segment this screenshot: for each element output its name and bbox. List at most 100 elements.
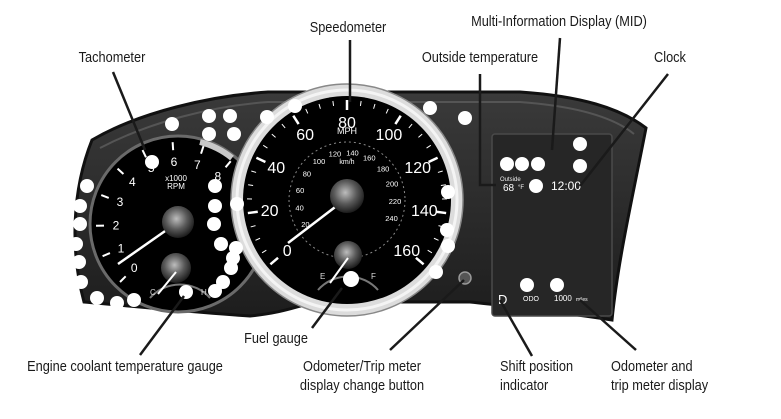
mid-clock: 12:00 xyxy=(551,179,581,193)
tachometer-tick xyxy=(200,145,205,154)
label-odo-display-line2: trip meter display xyxy=(611,378,709,394)
speedometer-tick xyxy=(415,256,425,266)
speedometer-mph-label-120: 120 xyxy=(404,160,431,177)
indicator-dot-33 xyxy=(441,239,455,253)
speedometer-tick xyxy=(248,184,254,187)
indicator-dot-35 xyxy=(500,157,514,171)
indicator-dot-37 xyxy=(531,157,545,171)
speedometer-mph-label-20: 20 xyxy=(261,203,279,220)
indicator-dot-6 xyxy=(260,110,274,124)
label-shift-line1: Shift position xyxy=(500,359,574,375)
mid-odo-value: 1000 xyxy=(554,294,572,303)
fuel-gauge-hub xyxy=(334,241,362,269)
speedometer-kmh-label-20: 20 xyxy=(301,220,309,229)
speedometer-mph-label-140: 140 xyxy=(411,203,438,220)
leader-coolant xyxy=(138,295,186,356)
label-odo-button: Odometer/Trip meter display change butto… xyxy=(283,358,441,396)
speedometer-mph-label-160: 160 xyxy=(393,243,420,260)
indicator-dot-3 xyxy=(223,109,237,123)
speedometer-tick xyxy=(427,249,433,254)
indicator-dot-41 xyxy=(520,278,534,292)
speedometer-tick xyxy=(262,144,268,149)
speedometer-kmh-label-60: 60 xyxy=(296,186,304,195)
label-clock: Clock xyxy=(654,50,686,66)
mid-odo-label: ODO xyxy=(523,296,540,303)
indicator-dot-17 xyxy=(110,296,124,310)
tachometer-tick xyxy=(171,142,175,151)
speedometer-tick xyxy=(373,103,376,109)
label-odo-button-line2: display change button xyxy=(299,378,425,394)
speedometer-tick xyxy=(261,249,267,254)
coolant-gauge-needle xyxy=(157,271,177,295)
indicator-dot-28 xyxy=(145,155,159,169)
speedometer-mph-label-40: 40 xyxy=(267,160,285,177)
indicator-dot-19 xyxy=(208,199,222,213)
speedometer-tick xyxy=(292,114,300,125)
indicator-dot-13 xyxy=(69,237,83,251)
label-speedometer: Speedometer xyxy=(309,20,387,36)
coolant-gauge: C H xyxy=(149,253,211,299)
warning-light-placeholders xyxy=(69,99,587,310)
label-odo-display-line1: Odometer and xyxy=(611,359,693,375)
label-shift-position: Shift position indicator xyxy=(500,358,597,396)
speedometer-tick xyxy=(247,210,258,215)
indicator-dot-30 xyxy=(229,241,243,255)
tachometer-label-7: 7 xyxy=(194,158,201,172)
speedometer-tick xyxy=(305,108,309,114)
speedometer-tick xyxy=(271,133,276,138)
indicator-dot-24 xyxy=(216,275,230,289)
coolant-hot-label: H xyxy=(201,288,207,297)
speedometer-tick xyxy=(332,100,335,107)
speedometer-tick xyxy=(359,100,362,107)
speedometer-hub xyxy=(330,179,364,213)
indicator-dot-27 xyxy=(127,293,141,307)
speedometer-kmh-label-160: 160 xyxy=(363,153,376,162)
speedometer-kmh-label-220: 220 xyxy=(389,197,402,206)
tachometer-tick xyxy=(141,149,147,158)
mid-shift-position: D xyxy=(498,292,507,307)
indicator-dot-10 xyxy=(80,179,94,193)
leader-fuel-gauge xyxy=(311,287,343,329)
indicator-dot-11 xyxy=(73,199,87,213)
indicator-dot-7 xyxy=(288,99,302,113)
indicator-dot-36 xyxy=(515,157,529,171)
callout-lines xyxy=(111,37,669,357)
tachometer-tick xyxy=(116,167,125,175)
tachometer-tick xyxy=(119,275,127,283)
mid-temperature-unit: °F xyxy=(518,185,524,191)
indicator-dot-4 xyxy=(202,127,216,141)
indicator-dot-20 xyxy=(207,217,221,231)
coolant-cold-label: C xyxy=(150,288,156,297)
label-outside-temperature: Outside temperature xyxy=(421,50,539,66)
indicator-dot-34 xyxy=(429,265,443,279)
label-mid: Multi-Information Display (MID) xyxy=(471,14,647,30)
tachometer-label-0: 0 xyxy=(131,261,138,275)
indicator-dot-29 xyxy=(230,197,244,211)
speedometer-kmh-label-100: 100 xyxy=(313,157,326,166)
label-odo-display: Odometer and trip meter display xyxy=(611,358,743,396)
speedometer-tick xyxy=(408,123,413,129)
fuel-empty-label: E xyxy=(320,272,325,281)
speedometer-tick xyxy=(269,256,279,266)
indicator-dot-39 xyxy=(573,159,587,173)
tachometer-label-2: 2 xyxy=(113,218,120,232)
speedometer-tick xyxy=(426,144,432,149)
tachometer-hub xyxy=(162,206,194,238)
leader-clock xyxy=(579,73,669,187)
label-coolant-gauge: Engine coolant temperature gauge xyxy=(27,359,223,375)
leader-odo-display xyxy=(579,299,637,351)
tachometer-tick xyxy=(224,160,232,168)
speedometer-tick xyxy=(318,103,321,109)
indicator-dot-9 xyxy=(458,111,472,125)
speedometer-tick xyxy=(428,156,439,164)
mid-odo-unit: miles xyxy=(576,297,588,303)
label-shift-line2: indicator xyxy=(500,378,549,394)
speedometer-tick xyxy=(436,210,447,215)
speedometer-tick xyxy=(394,114,402,125)
speedometer-kmh-label-120: 120 xyxy=(329,150,342,159)
indicator-dot-12 xyxy=(73,217,87,231)
coolant-gauge-hub xyxy=(161,253,191,283)
speedometer-mph-label-80: 80 xyxy=(338,115,356,132)
speedometer-tick xyxy=(433,237,439,241)
